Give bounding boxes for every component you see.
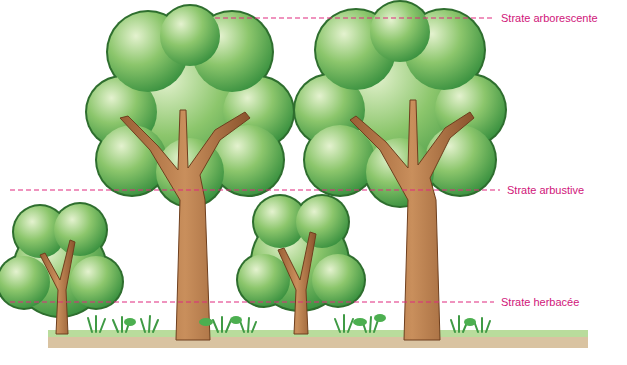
shrub [0,202,124,334]
ground [48,336,588,348]
stratum-label: Strate arborescente [500,12,599,25]
grass-strip [48,330,588,337]
stratum-lines [10,18,500,302]
stratum-label: Strate herbacée [500,296,580,309]
tree [293,0,507,340]
herbs [88,315,490,332]
herb-leaves [124,314,476,326]
shrub [236,194,366,334]
stratum-label: Strate arbustive [506,184,585,197]
